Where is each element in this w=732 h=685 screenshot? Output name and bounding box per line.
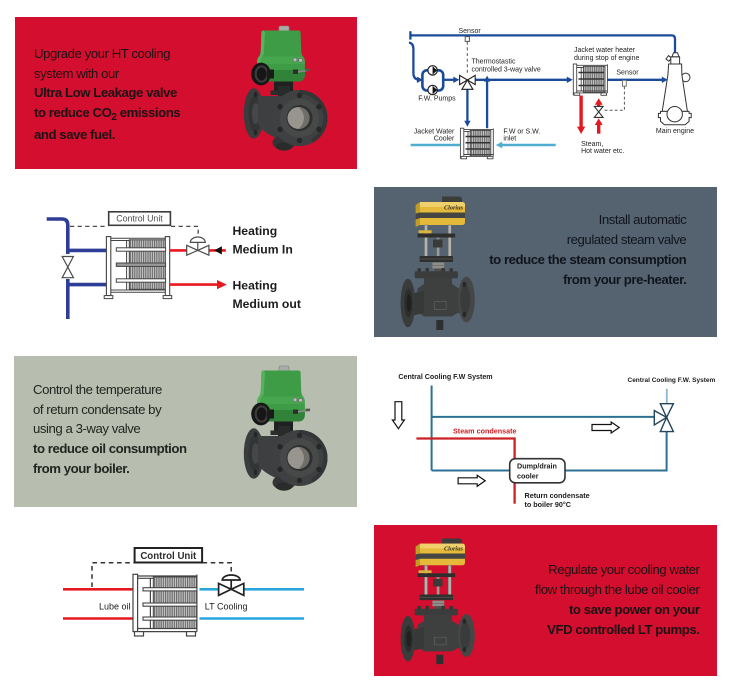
svg-text:Steam,: Steam, xyxy=(581,141,603,148)
svg-text:inlet: inlet xyxy=(503,136,516,143)
svg-text:Heating: Heating xyxy=(233,279,278,293)
svg-text:Lube oil: Lube oil xyxy=(99,601,131,611)
svg-text:Medium out: Medium out xyxy=(233,297,301,311)
svg-text:during stop of engine: during stop of engine xyxy=(574,55,639,62)
svg-text:Hot water etc.: Hot water etc. xyxy=(581,148,624,155)
svg-text:Control Unit: Control Unit xyxy=(116,214,163,224)
svg-text:Heating: Heating xyxy=(233,224,278,238)
svg-text:Main engine: Main engine xyxy=(656,128,694,135)
svg-text:Central Cooling F.W. System: Central Cooling F.W. System xyxy=(628,377,716,384)
svg-text:Return condensate: Return condensate xyxy=(525,491,590,500)
svg-text:Cooler: Cooler xyxy=(434,136,455,143)
svg-text:Sensor: Sensor xyxy=(459,28,482,35)
svg-text:Dump/drain: Dump/drain xyxy=(517,461,557,470)
svg-text:to boiler 90°C: to boiler 90°C xyxy=(525,500,571,509)
svg-text:Jacket Water: Jacket Water xyxy=(414,129,455,136)
svg-text:Central Cooling F.W System: Central Cooling F.W System xyxy=(398,373,492,381)
svg-text:Sensor: Sensor xyxy=(616,70,639,77)
svg-text:Medium In: Medium In xyxy=(233,243,293,257)
svg-text:cooler: cooler xyxy=(517,472,539,481)
svg-text:controlled 3-way valve: controlled 3-way valve xyxy=(472,67,541,74)
svg-text:F.W. Pumps: F.W. Pumps xyxy=(418,95,456,102)
svg-text:Thermostastic: Thermostastic xyxy=(472,59,516,66)
svg-text:LT Cooling: LT Cooling xyxy=(205,601,248,611)
svg-text:Jacket water heater: Jacket water heater xyxy=(574,47,636,54)
svg-text:F.W or S.W.: F.W or S.W. xyxy=(503,129,540,136)
svg-text:Control Unit: Control Unit xyxy=(140,551,197,562)
svg-text:Steam condensate: Steam condensate xyxy=(453,427,517,436)
